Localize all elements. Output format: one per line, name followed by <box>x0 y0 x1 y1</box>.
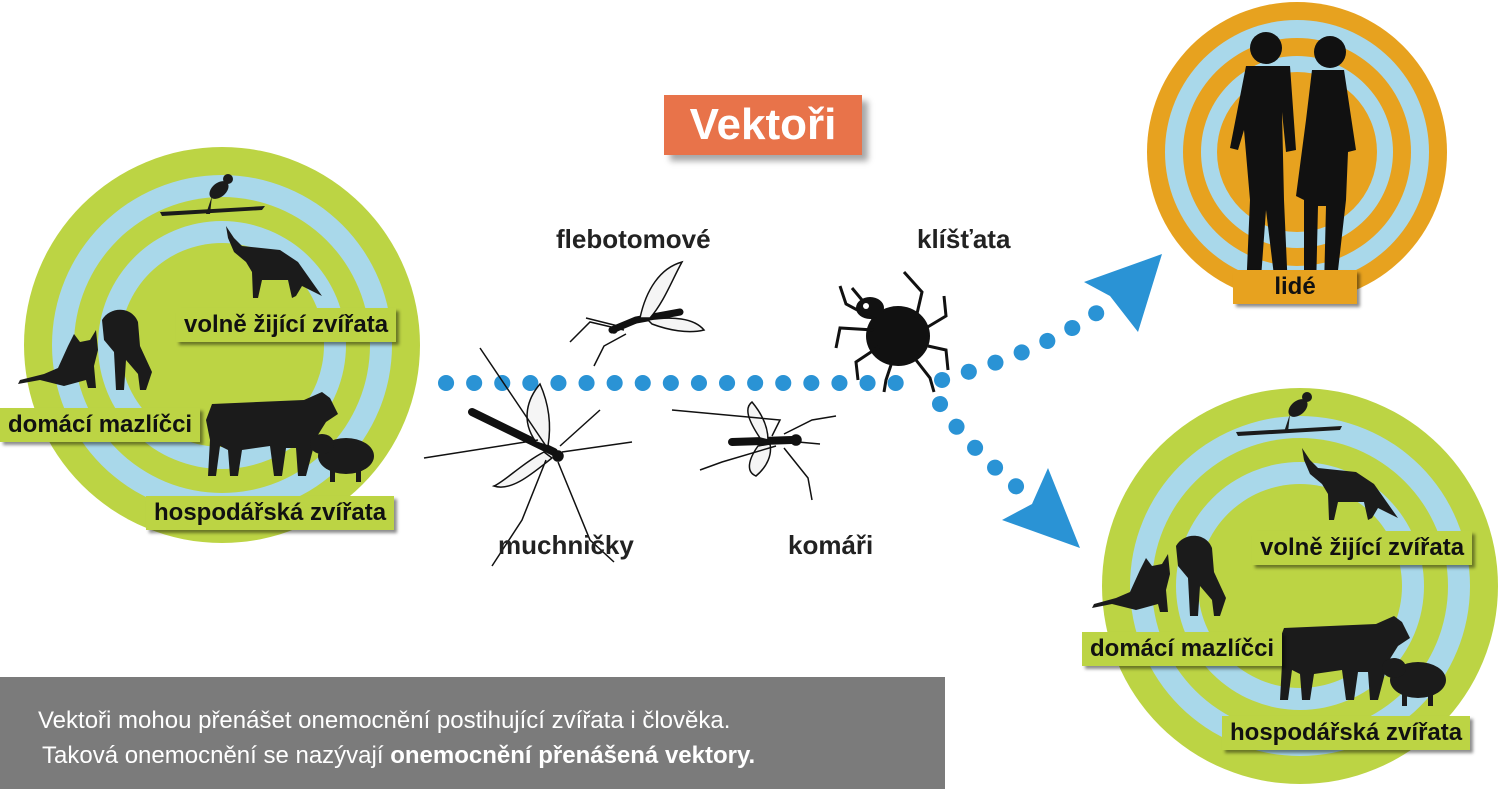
mosquito-icon <box>671 400 837 501</box>
target-animal-silhouettes <box>1092 392 1446 706</box>
transmission-path-to-humans <box>934 254 1162 388</box>
info-line-2-text: Taková onemocnění se nazývají <box>42 742 391 769</box>
bird-icon <box>160 174 265 216</box>
cat-icon <box>1092 554 1170 612</box>
bird-icon <box>1236 392 1342 436</box>
vector-label-ticks: klíšťata <box>917 224 1011 254</box>
fox-icon <box>1302 448 1398 520</box>
target-humans-circle <box>1147 2 1447 302</box>
target-label-pets: domácí mazlíčci <box>1082 632 1283 666</box>
fox-icon <box>226 226 322 298</box>
sheep-icon <box>310 434 374 482</box>
cow-icon <box>206 392 338 476</box>
tick-icon <box>834 270 950 393</box>
target-label-wild-animals: volně žijící zvířata <box>1252 531 1473 565</box>
vector-label-mosquitoes: komáři <box>788 530 874 560</box>
dog-icon <box>102 309 152 390</box>
source-animal-silhouettes <box>18 174 374 482</box>
info-line-2: Taková onemocnění se nazývají onemocnění… <box>42 742 755 770</box>
info-box: Vektoři mohou přenášet onemocnění postih… <box>0 677 945 789</box>
cow-icon <box>1278 616 1410 700</box>
blackfly-icon <box>423 347 633 567</box>
info-line-1: Vektoři mohou přenášet onemocnění postih… <box>38 707 731 734</box>
transmission-path-to-animals <box>932 396 1080 548</box>
arrowhead-to-humans <box>1084 254 1162 332</box>
sandfly-icon <box>569 260 706 367</box>
page-title: Vektoři <box>664 95 862 155</box>
info-line-2-emphasis: onemocnění přenášená vektory. <box>390 742 756 769</box>
people-silhouette-icon <box>1230 32 1356 292</box>
vector-label-sandflies: flebotomové <box>556 224 711 254</box>
source-label-farm-animals: hospodářská zvířata <box>146 496 395 530</box>
source-label-pets: domácí mazlíčci <box>0 408 201 442</box>
target-label-farm-animals: hospodářská zvířata <box>1222 716 1471 750</box>
target-label-humans: lidé <box>1233 270 1357 304</box>
arrowhead-to-animals <box>1002 468 1080 548</box>
source-label-wild-animals: volně žijící zvířata <box>176 308 397 342</box>
vector-label-blackflies: muchničky <box>498 530 634 560</box>
cat-icon <box>18 330 98 388</box>
dog-icon <box>1176 535 1226 616</box>
sheep-icon <box>1382 658 1446 706</box>
